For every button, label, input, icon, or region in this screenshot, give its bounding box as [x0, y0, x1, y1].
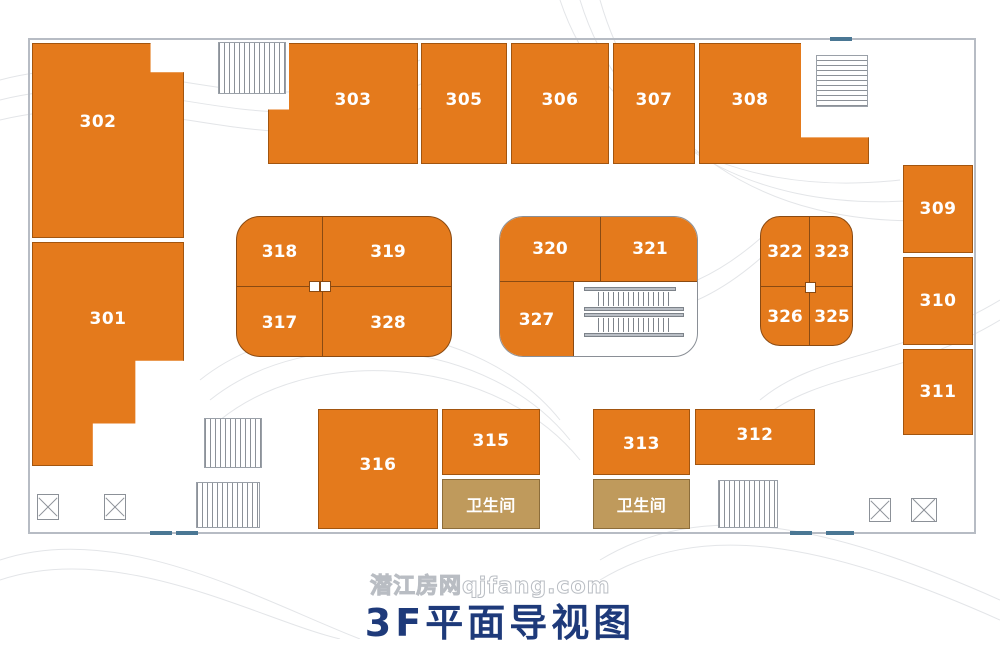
unit-309-label: 309	[919, 199, 957, 219]
restroom-right-label: 卫生间	[616, 496, 667, 515]
unit-316[interactable]: 316	[318, 409, 438, 529]
unit-315[interactable]: 315	[442, 409, 540, 475]
unit-318[interactable]: 318	[237, 217, 323, 287]
unit-301-label: 301	[89, 309, 127, 329]
escalator[interactable]	[576, 287, 694, 349]
unit-302-label: 302	[79, 111, 117, 132]
elevator-icon[interactable]	[104, 494, 126, 520]
unit-327[interactable]: 327	[500, 282, 574, 356]
unit-319[interactable]: 319	[323, 217, 451, 287]
escalator-rail	[584, 333, 684, 337]
stairwell-top-left[interactable]	[218, 42, 286, 94]
unit-325[interactable]: 325	[810, 287, 852, 345]
column-pillar	[805, 282, 816, 293]
unit-309[interactable]: 309	[903, 165, 973, 253]
island-block-3: 322 323 326 325	[760, 216, 853, 346]
unit-315-label: 315	[472, 431, 510, 451]
window	[830, 37, 852, 41]
unit-320-label: 320	[532, 239, 568, 259]
restroom-left[interactable]: 卫生间	[442, 479, 540, 529]
unit-321[interactable]: 321	[601, 217, 697, 282]
stairwell-bottom-left-lower[interactable]	[196, 482, 260, 528]
escalator-rail	[584, 307, 684, 311]
page-title: 3F平面导视图	[364, 601, 636, 645]
escalator-rail	[584, 313, 684, 317]
window	[150, 531, 172, 535]
unit-306-label: 306	[541, 89, 579, 110]
unit-312-label: 312	[736, 425, 774, 445]
unit-323[interactable]: 323	[810, 217, 852, 287]
unit-316-label: 316	[359, 455, 397, 475]
elevator-icon[interactable]	[911, 498, 937, 522]
escalator-steps	[598, 318, 670, 332]
window	[826, 531, 854, 535]
floor-plan: 302 301 303 305 306 307 308 309 310 311 …	[0, 0, 1000, 560]
stairwell-bottom-left[interactable]	[204, 418, 262, 468]
unit-321-label: 321	[632, 239, 668, 259]
escalator-rail	[584, 287, 676, 291]
unit-312[interactable]: 312	[695, 409, 815, 465]
unit-326[interactable]: 326	[761, 287, 810, 345]
stairwell-bottom-right[interactable]	[718, 480, 778, 528]
watermark-text: 潜江房网qjfang.com	[370, 574, 611, 600]
unit-326-label: 326	[767, 307, 803, 327]
unit-328[interactable]: 328	[323, 287, 451, 356]
unit-317-label: 317	[261, 312, 298, 333]
unit-322-label: 322	[767, 241, 803, 262]
elevator-icon[interactable]	[37, 494, 59, 520]
unit-308-label: 308	[731, 89, 769, 110]
island-block-1: 318 319 317 328	[236, 216, 452, 357]
unit-303[interactable]: 303	[268, 43, 418, 164]
unit-318-label: 318	[261, 241, 298, 262]
unit-325-label: 325	[814, 307, 850, 327]
building-outline	[28, 38, 976, 534]
window	[790, 531, 812, 535]
unit-317[interactable]: 317	[237, 287, 323, 356]
unit-311-label: 311	[919, 382, 957, 402]
unit-323-label: 323	[814, 241, 850, 262]
top-wall-segment	[28, 38, 188, 40]
island-block-2: 320 321 327	[499, 216, 698, 357]
column-pillar	[309, 281, 320, 292]
unit-302[interactable]: 302	[32, 43, 184, 238]
restroom-left-label: 卫生间	[466, 496, 516, 515]
restroom-right[interactable]: 卫生间	[593, 479, 690, 529]
window	[176, 531, 198, 535]
unit-313-label: 313	[623, 434, 660, 454]
column-pillar	[320, 281, 331, 292]
unit-310[interactable]: 310	[903, 257, 973, 345]
unit-310-label: 310	[919, 291, 957, 311]
unit-305[interactable]: 305	[421, 43, 507, 164]
unit-322[interactable]: 322	[761, 217, 810, 287]
unit-307-label: 307	[635, 89, 673, 110]
unit-311[interactable]: 311	[903, 349, 973, 435]
unit-303-label: 303	[334, 89, 372, 110]
stairwell-top-right[interactable]	[816, 55, 868, 107]
escalator-steps	[598, 292, 670, 306]
unit-305-label: 305	[445, 89, 483, 110]
unit-328-label: 328	[370, 312, 406, 333]
unit-327-label: 327	[518, 310, 555, 330]
unit-307[interactable]: 307	[613, 43, 695, 164]
unit-319-label: 319	[370, 241, 406, 262]
unit-320[interactable]: 320	[500, 217, 601, 282]
unit-306[interactable]: 306	[511, 43, 609, 164]
unit-313[interactable]: 313	[593, 409, 690, 475]
elevator-icon[interactable]	[869, 498, 891, 522]
